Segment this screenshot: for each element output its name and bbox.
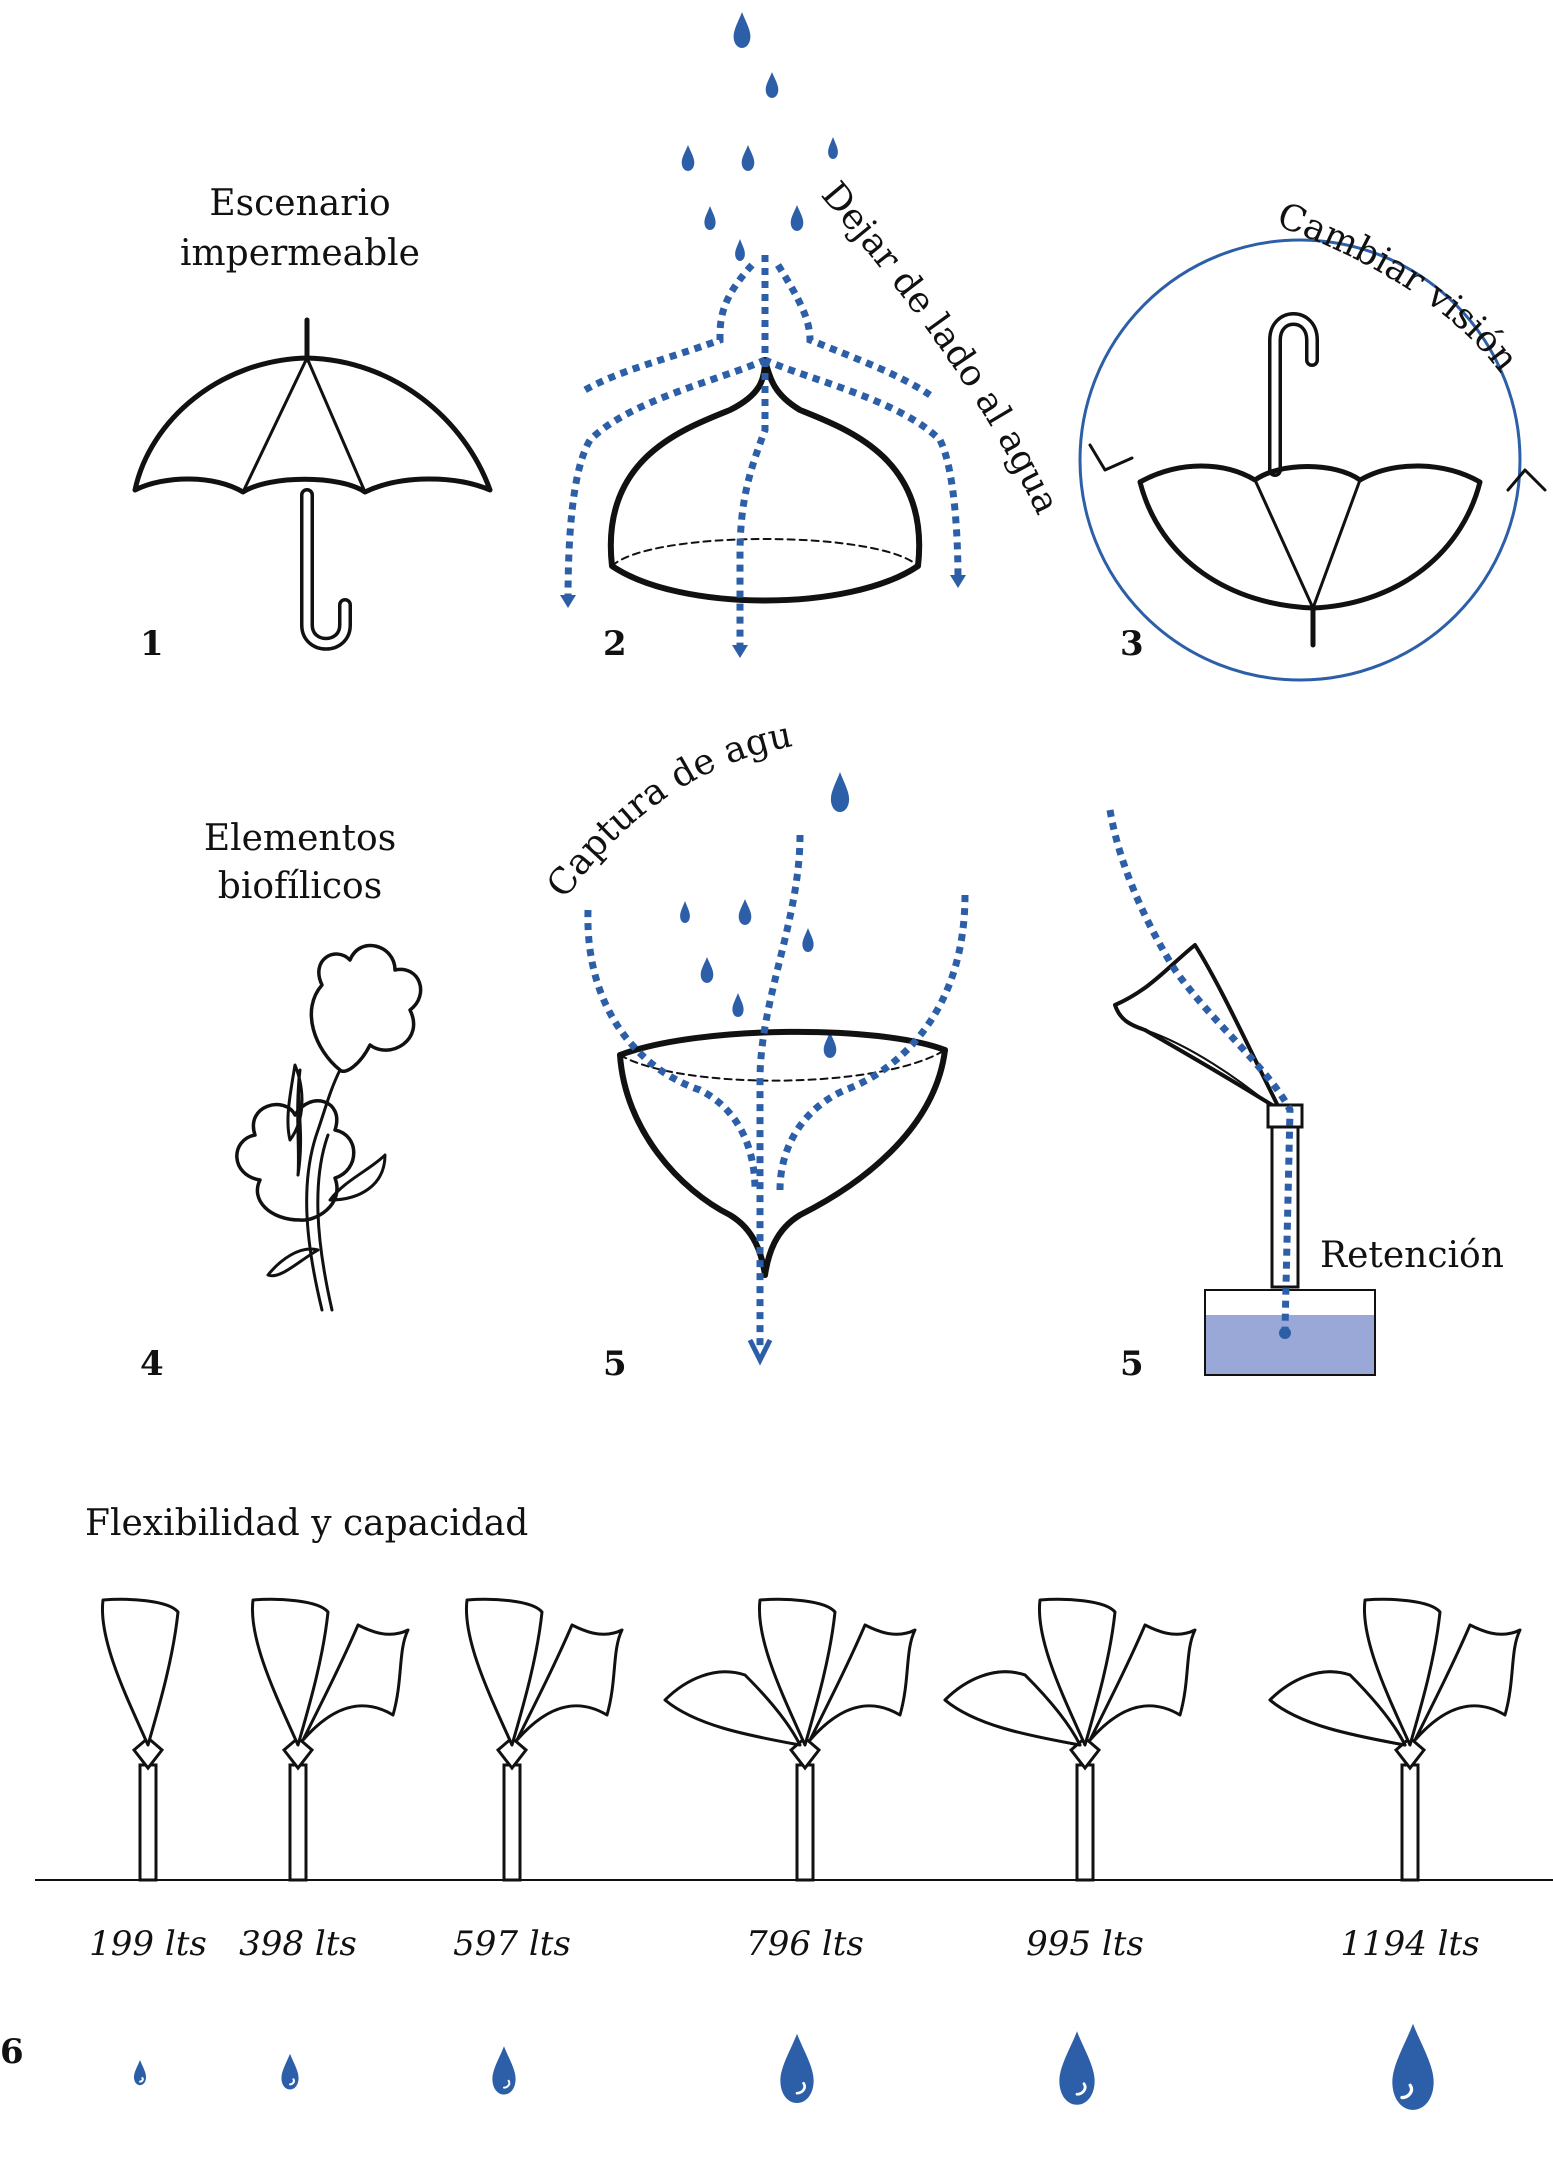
drop-highlight xyxy=(1075,2082,1087,2096)
panel-2: Dejar de lado al agua 2 xyxy=(560,12,1067,664)
capacity-value: 199 lts xyxy=(89,1924,207,1964)
panel-1-number: 1 xyxy=(140,624,164,664)
retention-device-icon xyxy=(1113,943,1376,1376)
stored-water xyxy=(1206,1315,1374,1374)
drop-highlight xyxy=(1400,2083,1414,2100)
bowl-icon xyxy=(617,1028,948,1278)
petal xyxy=(757,1597,837,1747)
dome-icon xyxy=(607,357,923,604)
stem xyxy=(502,1763,522,1882)
stem xyxy=(288,1763,308,1882)
capacity-stages: 199 lts 398 lts 597 lts 796 lts 995 lts 1194 … xyxy=(89,1597,1522,2110)
capacity-stage: 597 lts xyxy=(453,1597,624,2095)
raindrop-icon xyxy=(828,137,838,159)
drop-highlight xyxy=(795,2081,806,2095)
petal xyxy=(301,1623,410,1742)
water-flow-arrows xyxy=(560,255,966,658)
petal xyxy=(250,1597,330,1747)
raindrop-icon xyxy=(704,206,716,230)
panel-5b: Retención 5 xyxy=(1106,809,1504,1384)
joint xyxy=(281,1736,315,1771)
panel-1: Escenario impermeable 1 xyxy=(132,183,493,664)
raindrop-icon xyxy=(735,239,745,261)
raindrop-icon xyxy=(733,12,751,48)
panel-4: Elementos biofílicos 4 xyxy=(140,818,423,1384)
stem xyxy=(1400,1763,1420,1882)
capacity-value: 398 lts xyxy=(239,1924,357,1964)
panel-3-number: 3 xyxy=(1120,624,1144,664)
raindrop-icon xyxy=(802,928,814,952)
petal xyxy=(515,1623,624,1742)
capacity-value: 995 lts xyxy=(1026,1924,1144,1964)
drop-highlight xyxy=(139,2077,144,2083)
panel-2-label: Dejar de lado al agua xyxy=(813,174,1067,520)
capacity-value: 597 lts xyxy=(453,1924,571,1964)
stem xyxy=(795,1763,815,1882)
petal xyxy=(100,1597,180,1747)
panel-1-label-line-2: impermeable xyxy=(180,233,420,274)
raindrop-icon xyxy=(738,899,752,925)
capacity-value: 796 lts xyxy=(746,1924,864,1964)
joint xyxy=(495,1736,529,1771)
capacity-stage: 398 lts xyxy=(239,1597,410,2090)
raindrop-icon xyxy=(680,901,690,923)
rotation-circle xyxy=(1078,238,1522,682)
panel-4-number: 4 xyxy=(140,1344,164,1384)
petal xyxy=(464,1597,544,1747)
panel-3: Cambiar visión 3 xyxy=(1078,195,1547,682)
inverted-umbrella-icon xyxy=(1137,312,1483,648)
panel-1-label-line-1: Escenario xyxy=(209,183,390,224)
raindrop-icon xyxy=(823,1032,837,1058)
flower-icon xyxy=(235,943,423,1312)
raindrop-icon xyxy=(700,957,714,983)
capacity-stage: 796 lts xyxy=(663,1597,917,2104)
stem xyxy=(1075,1763,1095,1882)
raindrop-icon xyxy=(790,205,804,231)
raindrop-icon xyxy=(732,993,744,1017)
drop-highlight xyxy=(503,2079,511,2089)
capacity-stage: 995 lts xyxy=(943,1597,1197,2105)
capacity-stage: 1194 lts xyxy=(1268,1597,1522,2110)
petal xyxy=(808,1623,917,1742)
raindrop-icon xyxy=(830,772,850,812)
panel-5b-label: Retención xyxy=(1320,1235,1504,1276)
raindrops xyxy=(681,12,838,261)
capacity-value: 1194 lts xyxy=(1340,1924,1479,1964)
rotation-arrow-icon xyxy=(1506,468,1547,492)
petal xyxy=(1037,1597,1117,1747)
capacity-stage: 199 lts xyxy=(89,1597,207,2086)
petal xyxy=(1088,1623,1197,1742)
drop-highlight xyxy=(289,2078,295,2086)
petal xyxy=(1362,1597,1442,1747)
stem xyxy=(138,1763,158,1882)
panel-5a-label: Captura de agua xyxy=(0,0,796,905)
petal xyxy=(943,1670,1082,1747)
capacity-title: Flexibilidad y capacidad xyxy=(85,1503,528,1544)
joint xyxy=(131,1736,165,1771)
petal xyxy=(1268,1670,1407,1747)
umbrella-icon xyxy=(132,317,493,651)
capacity-number: 6 xyxy=(0,2032,24,2072)
petal xyxy=(663,1670,802,1747)
raindrop-icon xyxy=(765,72,779,98)
panel-4-label-line-2: biofílicos xyxy=(218,866,382,907)
capacity-section: Flexibilidad y capacidad 199 lts 398 lts 5… xyxy=(0,1503,1553,2110)
panel-2-number: 2 xyxy=(603,624,627,664)
panel-4-label-line-1: Elementos xyxy=(204,818,396,859)
panel-5a-number: 5 xyxy=(603,1344,627,1384)
capture-flow-arrows xyxy=(584,834,969,1366)
rotation-arrow-icon xyxy=(1088,443,1134,472)
panel-5b-number: 5 xyxy=(1120,1344,1144,1384)
water-drop-icon xyxy=(1392,2023,1434,2110)
petal xyxy=(1413,1623,1522,1742)
raindrop-icon xyxy=(741,145,755,171)
raindrop-icon xyxy=(681,145,695,171)
